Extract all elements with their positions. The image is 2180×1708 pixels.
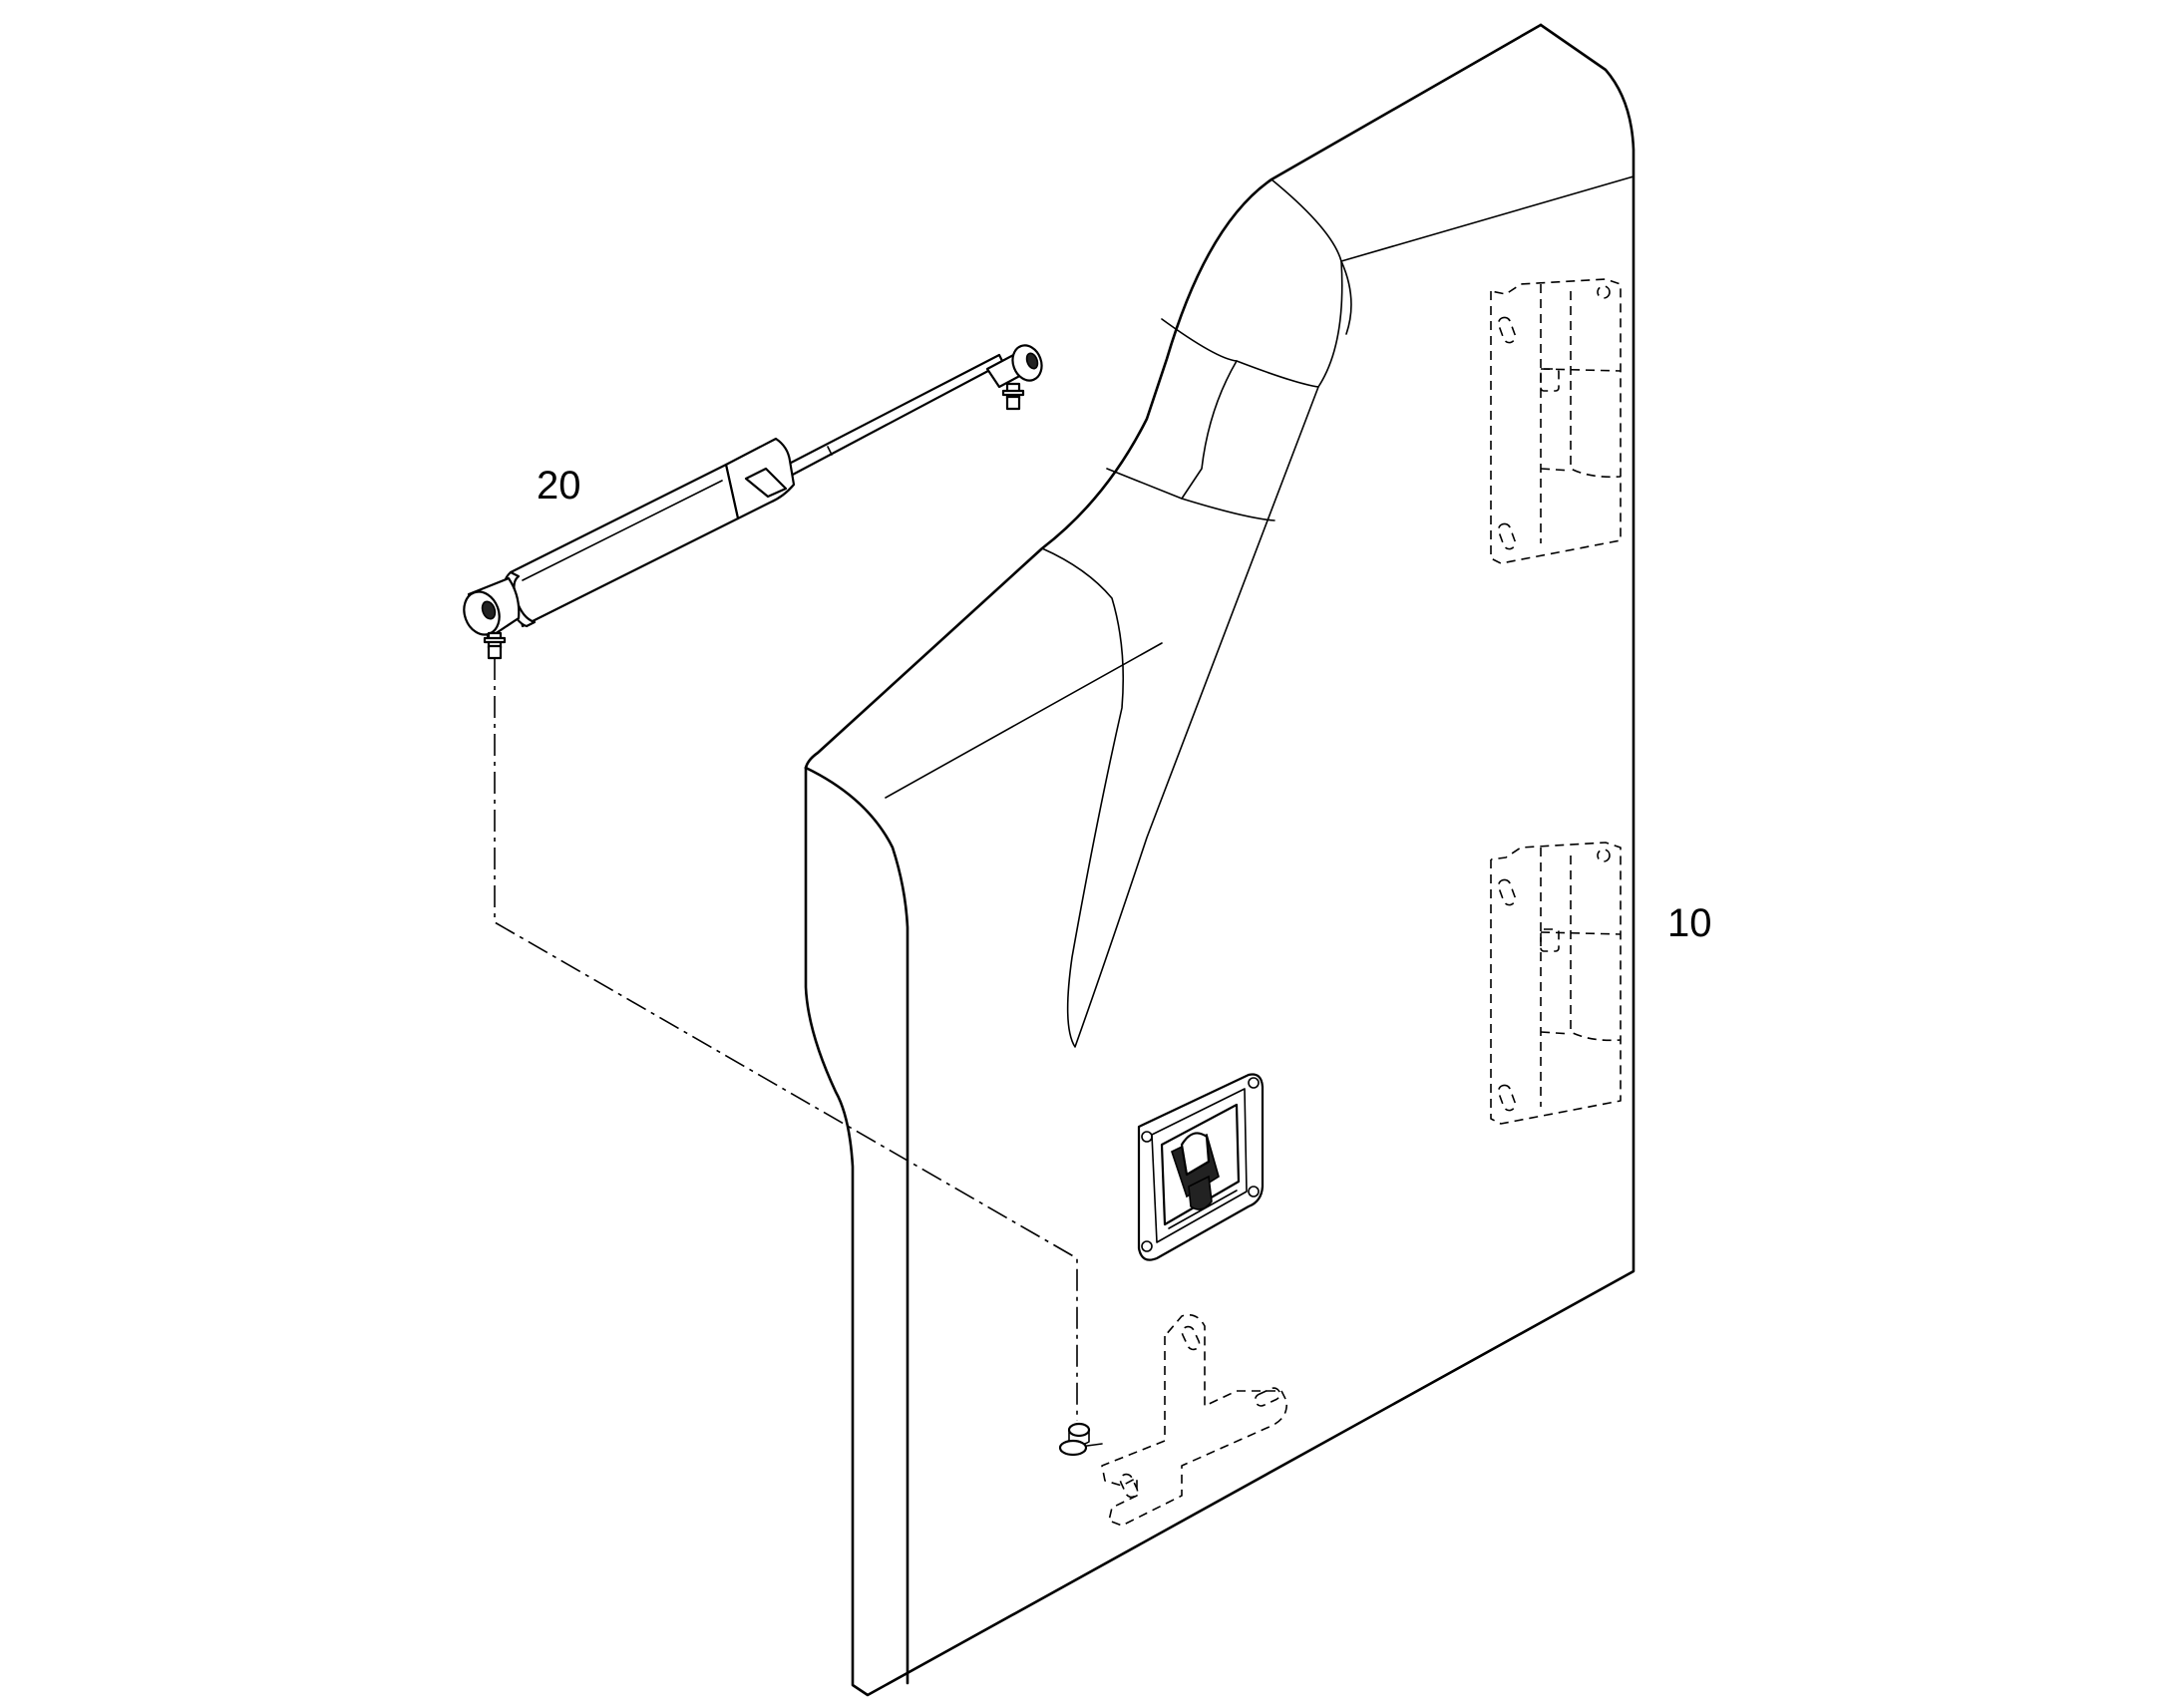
callout-20: 20 [537,464,581,508]
door-panel-icon [804,23,1635,1697]
lower-hinge-bracket [1490,842,1622,1125]
lower-strut-bracket [1058,1313,1288,1527]
assembly-path-line [494,658,1078,1421]
gas-spring-icon [463,344,1043,660]
gas-spring-right-end [985,344,1043,411]
callout-10: 10 [1667,901,1712,945]
upper-hinge-bracket [1490,278,1622,564]
gas-spring-left-end [463,576,521,660]
latch-handle [1137,1073,1265,1261]
